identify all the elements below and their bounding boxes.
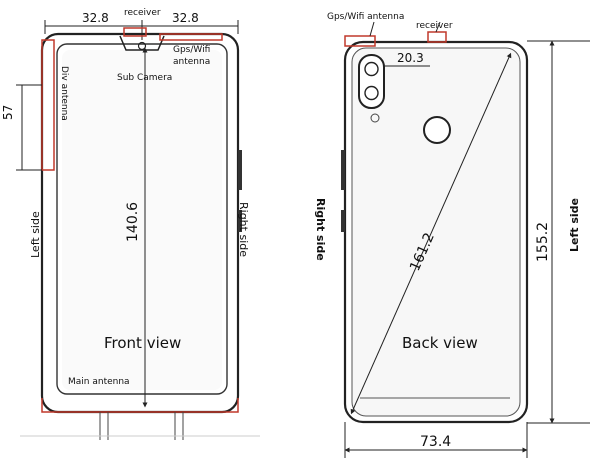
front-view-label: Front view <box>104 334 181 352</box>
front-side-button <box>238 210 242 232</box>
front-sub-camera-icon <box>137 41 147 51</box>
back-gps-antenna <box>344 35 376 47</box>
front-view: 32.8 32.8 receiver Gps/Wifi antenna Sub … <box>1 8 260 440</box>
front-receiver-label: receiver <box>124 8 161 18</box>
front-sub-camera-label: Sub Camera <box>117 73 172 83</box>
back-gps-wifi-antenna-label: Gps/Wifi antenna <box>327 12 404 22</box>
front-gps-antenna <box>159 33 223 41</box>
back-receiver-label: receiver <box>416 21 453 31</box>
back-fingerprint-sensor <box>423 116 451 144</box>
back-height-label: 155.2 <box>535 222 551 262</box>
back-right-side-label: Right side <box>314 198 327 261</box>
front-div-antenna-label: Div antenna <box>59 66 69 121</box>
front-left-side-label: Left side <box>29 211 42 258</box>
front-right-side-label: Right side <box>237 202 250 257</box>
back-left-side-label: Left side <box>568 198 581 252</box>
back-diagonal-dimension-line <box>350 52 512 415</box>
front-dim-right-top: 32.8 <box>172 11 199 25</box>
front-receiver-box <box>123 27 147 37</box>
front-screen-outline <box>56 43 228 395</box>
back-view-label: Back view <box>402 334 478 352</box>
front-dim-side: 57 <box>1 105 15 120</box>
back-side-button <box>341 210 345 232</box>
front-main-antenna-label: Main antenna <box>68 377 130 387</box>
front-main-antenna <box>41 398 239 413</box>
back-dim-top: 20.3 <box>397 51 424 65</box>
front-antenna-label: antenna <box>173 57 210 67</box>
back-width-label: 73.4 <box>420 434 451 450</box>
front-gps-wifi-label: Gps/Wifi <box>173 45 210 55</box>
front-side-button <box>238 150 242 190</box>
front-div-antenna <box>41 39 55 171</box>
front-height-label: 140.6 <box>125 202 141 242</box>
front-dim-left-top: 32.8 <box>82 11 109 25</box>
back-receiver-box <box>427 31 447 43</box>
back-side-button <box>341 150 345 190</box>
back-view: Gps/Wifi antenna receiver 20.3 Right sid… <box>314 12 590 458</box>
